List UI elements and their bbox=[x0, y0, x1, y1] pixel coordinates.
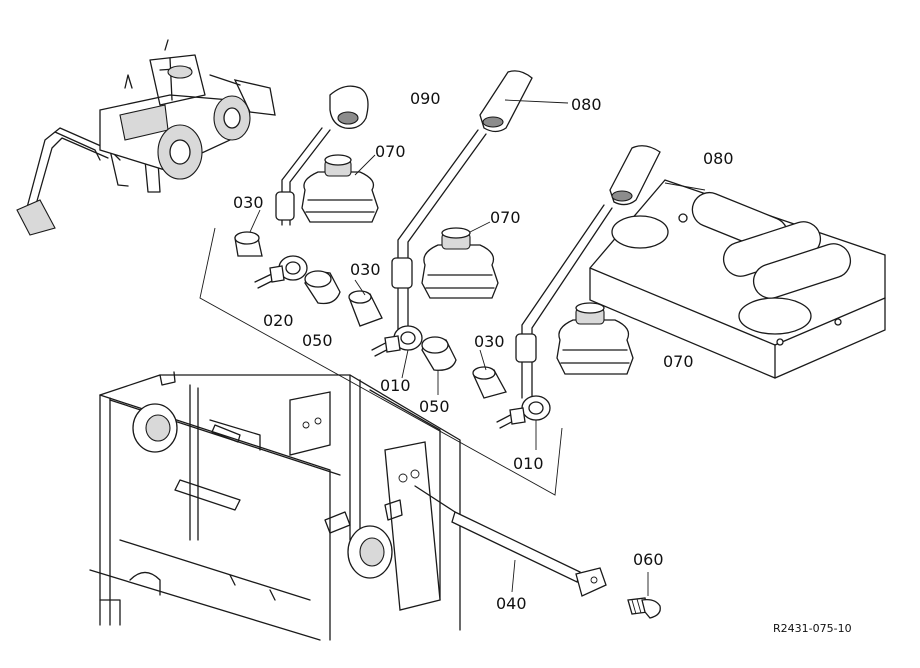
lever-right bbox=[496, 145, 661, 429]
callout-030-left: 030 bbox=[233, 193, 264, 212]
callout-040: 040 bbox=[496, 594, 527, 613]
callout-010-middle: 010 bbox=[380, 376, 411, 395]
assembly-boundary-line bbox=[199, 227, 563, 496]
callout-020: 020 bbox=[263, 311, 294, 330]
callout-070-right: 070 bbox=[663, 352, 694, 371]
lever-middle bbox=[371, 70, 533, 357]
collar-lower bbox=[421, 336, 457, 371]
callout-030-right: 030 bbox=[474, 332, 505, 351]
tractor-backhoe-thumbnail bbox=[16, 39, 276, 236]
bolt bbox=[627, 597, 661, 619]
support-frame bbox=[89, 371, 461, 641]
callout-090: 090 bbox=[410, 89, 441, 108]
callout-060: 060 bbox=[633, 550, 664, 569]
callout-050-upper: 050 bbox=[302, 331, 333, 350]
callout-080-knob: 080 bbox=[571, 95, 602, 114]
callout-labels: 090 080 070 080 030 070 030 020 050 070 … bbox=[233, 89, 734, 613]
drawing-reference-code: R2431-075-10 bbox=[773, 622, 852, 635]
leader-lines bbox=[249, 99, 706, 596]
bushing-upper bbox=[348, 290, 383, 327]
callout-070-left: 070 bbox=[375, 142, 406, 161]
rubber-boot-right bbox=[556, 302, 634, 375]
callout-030-middle: 030 bbox=[350, 260, 381, 279]
rubber-boot-left bbox=[301, 154, 379, 223]
cross-shaft bbox=[414, 485, 607, 597]
callout-070-middle: 070 bbox=[490, 208, 521, 227]
bushing-lower bbox=[472, 366, 507, 399]
collar-upper bbox=[304, 270, 341, 305]
callout-050-lower: 050 bbox=[419, 397, 450, 416]
callout-010-right: 010 bbox=[513, 454, 544, 473]
lever-guide-plate bbox=[589, 179, 886, 379]
callout-080-plate: 080 bbox=[703, 149, 734, 168]
lever-left bbox=[234, 85, 369, 289]
rubber-boot-middle bbox=[421, 227, 499, 299]
